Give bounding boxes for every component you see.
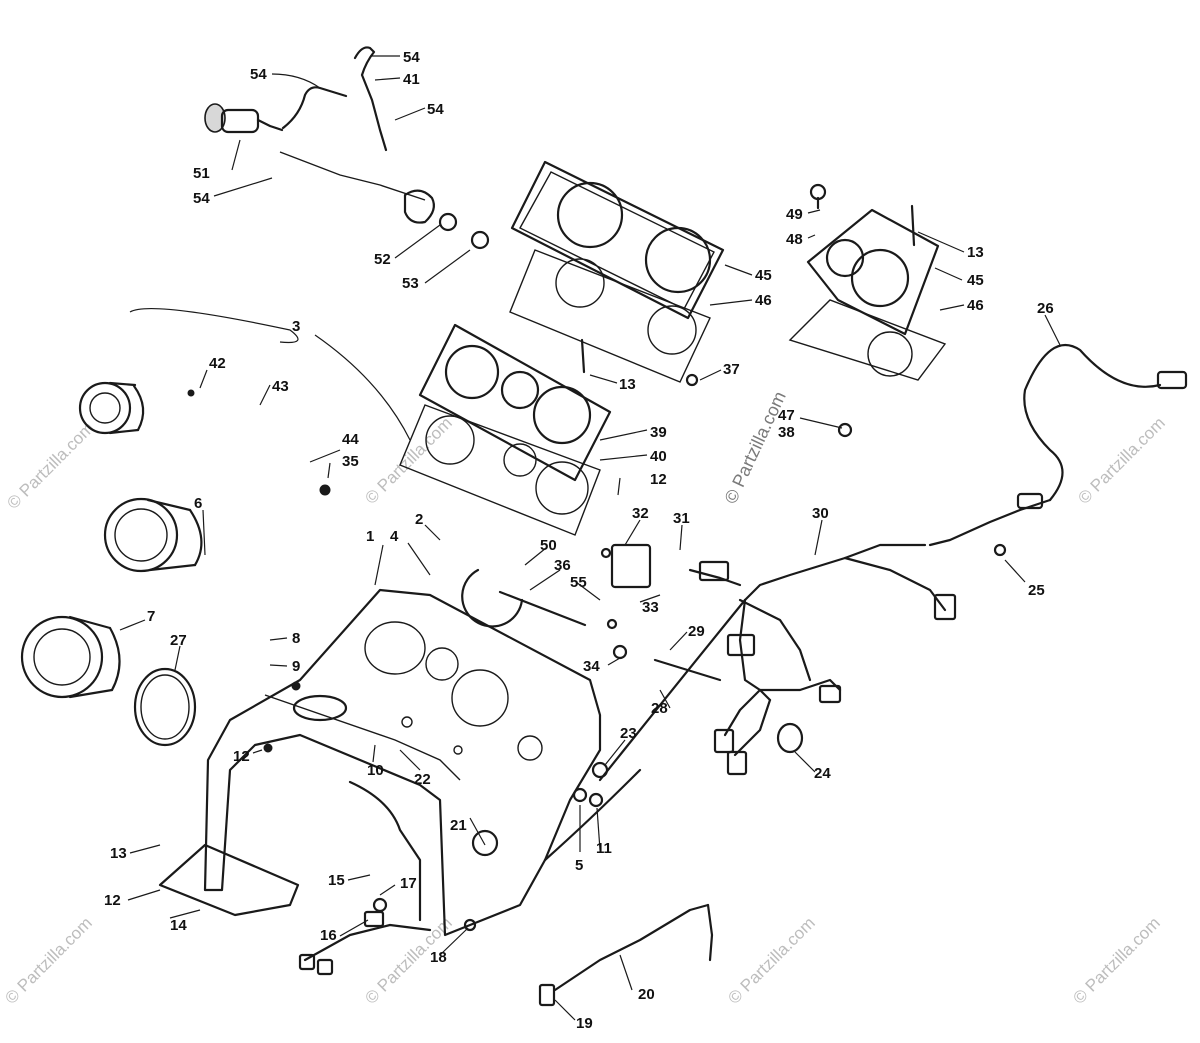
callout-45-a: 45: [755, 267, 772, 284]
callouts: 54 54 41 54 51 54 52 53 45 46 49 48 13 4…: [104, 49, 1054, 1032]
callout-10: 10: [367, 762, 384, 779]
callout-31: 31: [673, 510, 690, 527]
callout-13-a: 13: [967, 244, 984, 261]
callout-23: 23: [620, 725, 637, 742]
callout-6: 6: [194, 495, 202, 512]
callout-36: 36: [554, 557, 571, 574]
harness-26: [928, 344, 1188, 547]
small-parts: [187, 373, 1007, 932]
callout-35: 35: [342, 453, 359, 470]
callout-21: 21: [450, 817, 467, 834]
instruction-plate: [158, 843, 300, 917]
callout-24: 24: [814, 765, 831, 782]
callout-26: 26: [1037, 300, 1054, 317]
callout-8: 8: [292, 630, 300, 647]
light-harness: [298, 903, 714, 1007]
watermark-right: © Partzilla.com: [1074, 413, 1168, 507]
callout-54-d: 54: [193, 190, 210, 207]
callout-19: 19: [576, 1015, 593, 1032]
callout-7: 7: [147, 608, 155, 625]
callout-20: 20: [638, 986, 655, 1003]
callout-46-b: 46: [967, 297, 984, 314]
callout-30: 30: [812, 505, 829, 522]
callout-55: 55: [570, 574, 587, 591]
callout-12-c: 12: [104, 892, 121, 909]
callout-48: 48: [786, 231, 803, 248]
callout-32: 32: [632, 505, 649, 522]
callout-18: 18: [430, 949, 447, 966]
callout-54-c: 54: [427, 101, 444, 118]
callout-49: 49: [786, 206, 803, 223]
watermark-left: © Partzilla.com: [3, 418, 97, 512]
callout-39: 39: [650, 424, 667, 441]
callout-4: 4: [390, 528, 399, 545]
callout-33: 33: [642, 599, 659, 616]
callout-3: 3: [292, 318, 300, 335]
callout-43: 43: [272, 378, 289, 395]
gauges: [20, 381, 203, 747]
callout-1: 1: [366, 528, 374, 545]
upper-gauge-bezel: [509, 160, 725, 383]
callout-37: 37: [723, 361, 740, 378]
callout-52: 52: [374, 251, 391, 268]
callout-53: 53: [402, 275, 419, 292]
callout-51: 51: [193, 165, 210, 182]
watermark-mid: © Partzilla.com: [361, 413, 455, 507]
callout-29: 29: [688, 623, 705, 640]
callout-34: 34: [583, 658, 600, 675]
callout-44: 44: [342, 431, 359, 448]
callout-22: 22: [414, 771, 431, 788]
harness-30: [543, 543, 957, 862]
callout-27: 27: [170, 632, 187, 649]
callout-12-a: 12: [650, 471, 667, 488]
callout-14: 14: [170, 917, 187, 934]
callout-9: 9: [292, 658, 300, 675]
callout-50: 50: [540, 537, 557, 554]
callout-15: 15: [328, 872, 345, 889]
callout-38: 38: [778, 424, 795, 441]
callout-25: 25: [1028, 582, 1045, 599]
watermark-bottom-center: © Partzilla.com: [724, 913, 818, 1007]
callout-13-b: 13: [619, 376, 636, 393]
callout-54-b: 54: [403, 49, 420, 66]
callout-41: 41: [403, 71, 420, 88]
callout-11: 11: [596, 840, 612, 857]
middle-gauge-bezel: [399, 323, 612, 536]
callout-46-a: 46: [755, 292, 772, 309]
callout-5: 5: [575, 857, 583, 874]
callout-40: 40: [650, 448, 667, 465]
callout-42: 42: [209, 355, 226, 372]
callout-28: 28: [651, 700, 668, 717]
leader-lines: [119, 55, 1061, 1021]
callout-12-b: 12: [233, 748, 250, 765]
callout-13-c: 13: [110, 845, 127, 862]
watermark-bottom-left: © Partzilla.com: [1, 913, 95, 1007]
choke-switch-assembly: [204, 46, 490, 250]
callout-17: 17: [400, 875, 417, 892]
callout-45-b: 45: [967, 272, 984, 289]
watermark-bottom-right: © Partzilla.com: [1069, 913, 1163, 1007]
callout-54-a: 54: [250, 66, 267, 83]
watermarks: © Partzilla.com © Partzilla.com © Partzi…: [1, 388, 1168, 1008]
right-gauge-bezel: [788, 183, 947, 381]
callout-47: 47: [778, 407, 795, 424]
callout-16: 16: [320, 927, 337, 944]
console-housing: [203, 588, 602, 937]
callout-2: 2: [415, 511, 423, 528]
